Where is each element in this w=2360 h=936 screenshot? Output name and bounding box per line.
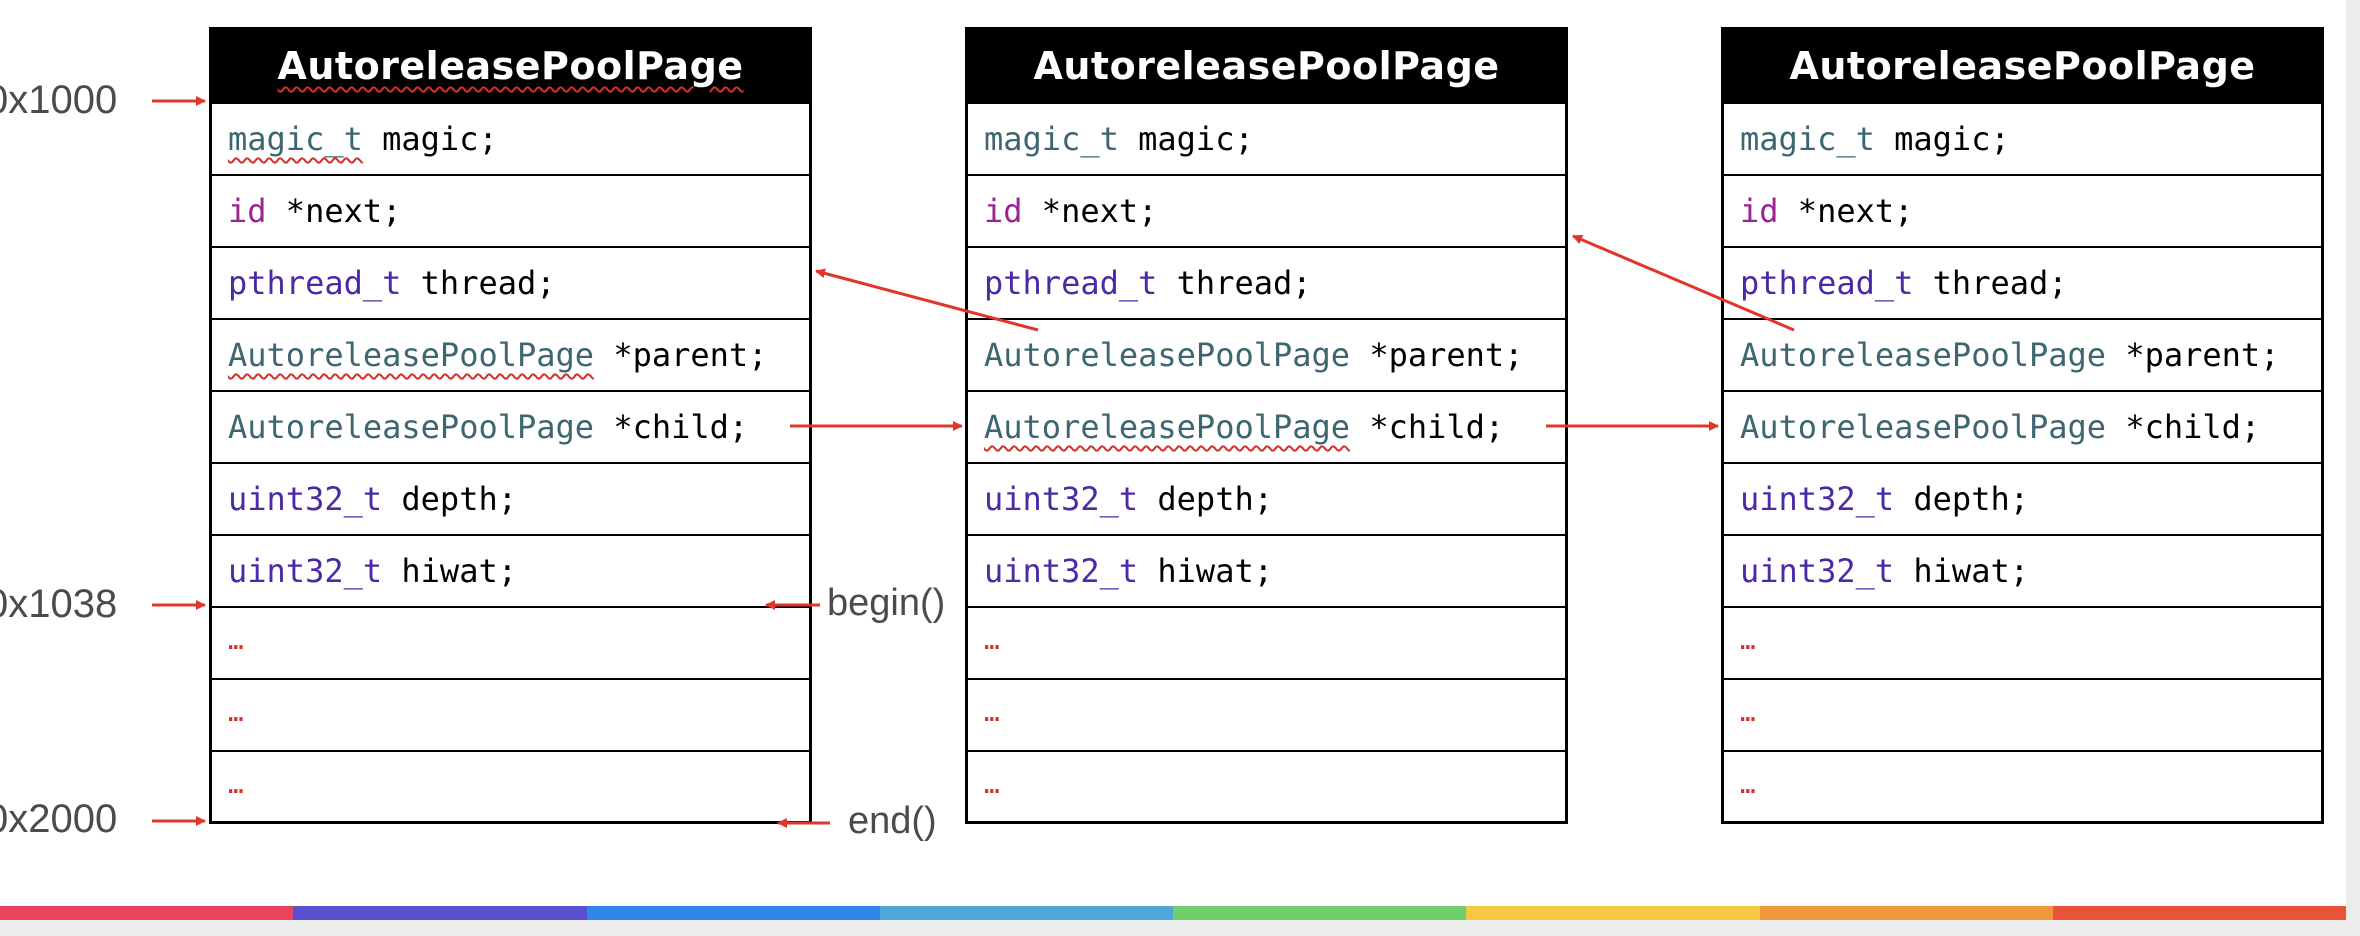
field-name: *parent; <box>2106 336 2280 374</box>
footer-bar-segment <box>1759 906 2053 920</box>
field-type: pthread_t <box>984 264 1158 302</box>
color-footer-bar <box>0 906 2346 920</box>
field-type: id <box>228 192 267 230</box>
autorelease-pool-page-2: AutoreleasePoolPage magic_t magic;id *ne… <box>965 27 1568 824</box>
field-type: uint32_t <box>228 552 383 590</box>
page-title: AutoreleasePoolPage <box>1724 30 2321 102</box>
field-type: uint32_t <box>1740 480 1895 518</box>
field-row: id *next; <box>212 174 809 246</box>
footer-bar-segment <box>1173 906 1467 920</box>
ellipsis-row: … <box>1724 606 2321 678</box>
footer-bar-segment <box>0 906 294 920</box>
field-name: *next; <box>1778 192 1914 230</box>
field-type: uint32_t <box>984 552 1139 590</box>
page-title: AutoreleasePoolPage <box>968 30 1565 102</box>
field-row: AutoreleasePoolPage *child; <box>1724 390 2321 462</box>
field-type: AutoreleasePoolPage <box>1740 336 2107 374</box>
ellipsis-row: … <box>968 750 1565 821</box>
field-type: id <box>1740 192 1779 230</box>
field-type: AutoreleasePoolPage <box>984 408 1351 446</box>
ellipsis-row: … <box>968 678 1565 750</box>
field-type: uint32_t <box>228 480 383 518</box>
ellipsis-row: … <box>212 750 809 821</box>
field-row: uint32_t depth; <box>1724 462 2321 534</box>
field-name: thread; <box>1157 264 1312 302</box>
begin-function-label: begin() <box>827 582 946 624</box>
ellipsis-row: … <box>1724 678 2321 750</box>
footer-bar-segment <box>293 906 587 920</box>
field-row: AutoreleasePoolPage *child; <box>212 390 809 462</box>
field-name: hiwat; <box>1894 552 2029 590</box>
bottom-margin-strip <box>0 915 2360 936</box>
field-row: magic_t magic; <box>1724 102 2321 174</box>
field-row: pthread_t thread; <box>968 246 1565 318</box>
field-name: *child; <box>2106 408 2261 446</box>
page-title: AutoreleasePoolPage <box>212 30 809 102</box>
footer-bar-segment <box>879 906 1173 920</box>
field-type: uint32_t <box>1740 552 1895 590</box>
field-row: AutoreleasePoolPage *parent; <box>212 318 809 390</box>
page-title-text: AutoreleasePoolPage <box>1789 44 2256 88</box>
field-name: magic; <box>362 120 498 158</box>
field-type: AutoreleasePoolPage <box>984 336 1351 374</box>
field-row: uint32_t depth; <box>968 462 1565 534</box>
field-type: uint32_t <box>984 480 1139 518</box>
ellipsis-row: … <box>212 606 809 678</box>
field-row: pthread_t thread; <box>1724 246 2321 318</box>
autorelease-pool-page-3: AutoreleasePoolPage magic_t magic;id *ne… <box>1721 27 2324 824</box>
field-row: uint32_t hiwat; <box>1724 534 2321 606</box>
field-type: AutoreleasePoolPage <box>1740 408 2107 446</box>
ellipsis-row: … <box>212 678 809 750</box>
end-function-label: end() <box>848 800 937 842</box>
footer-bar-segment <box>586 906 880 920</box>
field-row: uint32_t hiwat; <box>212 534 809 606</box>
field-type: AutoreleasePoolPage <box>228 336 595 374</box>
field-name: depth; <box>382 480 517 518</box>
field-type: id <box>984 192 1023 230</box>
field-name: thread; <box>1913 264 2068 302</box>
footer-bar-segment <box>2052 906 2346 920</box>
field-row: uint32_t hiwat; <box>968 534 1565 606</box>
field-name: *parent; <box>594 336 768 374</box>
field-row: uint32_t depth; <box>212 462 809 534</box>
right-margin-strip <box>2346 0 2360 936</box>
field-name: *next; <box>1022 192 1158 230</box>
field-row: AutoreleasePoolPage *parent; <box>968 318 1565 390</box>
field-type: magic_t <box>228 120 363 158</box>
field-row: pthread_t thread; <box>212 246 809 318</box>
page-title-text: AutoreleasePoolPage <box>277 44 744 88</box>
field-name: *parent; <box>1350 336 1524 374</box>
field-row: id *next; <box>1724 174 2321 246</box>
field-row: magic_t magic; <box>968 102 1565 174</box>
field-type: magic_t <box>984 120 1119 158</box>
field-name: hiwat; <box>1138 552 1273 590</box>
field-name: *child; <box>594 408 749 446</box>
field-name: magic; <box>1874 120 2010 158</box>
field-name: thread; <box>401 264 556 302</box>
field-name: hiwat; <box>382 552 517 590</box>
field-name: *next; <box>266 192 402 230</box>
page-title-text: AutoreleasePoolPage <box>1033 44 1500 88</box>
field-type: pthread_t <box>228 264 402 302</box>
field-type: pthread_t <box>1740 264 1914 302</box>
field-name: *child; <box>1350 408 1505 446</box>
field-type: magic_t <box>1740 120 1875 158</box>
field-type: AutoreleasePoolPage <box>228 408 595 446</box>
field-name: depth; <box>1894 480 2029 518</box>
address-end-label: 0x2000 <box>0 797 118 841</box>
ellipsis-row: … <box>968 606 1565 678</box>
address-start-label: 0x1000 <box>0 78 118 122</box>
field-row: AutoreleasePoolPage *child; <box>968 390 1565 462</box>
field-name: magic; <box>1118 120 1254 158</box>
footer-bar-segment <box>1466 906 1760 920</box>
field-name: depth; <box>1138 480 1273 518</box>
ellipsis-row: … <box>1724 750 2321 821</box>
field-row: magic_t magic; <box>212 102 809 174</box>
autorelease-pool-page-1: AutoreleasePoolPage magic_t magic;id *ne… <box>209 27 812 824</box>
field-row: id *next; <box>968 174 1565 246</box>
field-row: AutoreleasePoolPage *parent; <box>1724 318 2321 390</box>
